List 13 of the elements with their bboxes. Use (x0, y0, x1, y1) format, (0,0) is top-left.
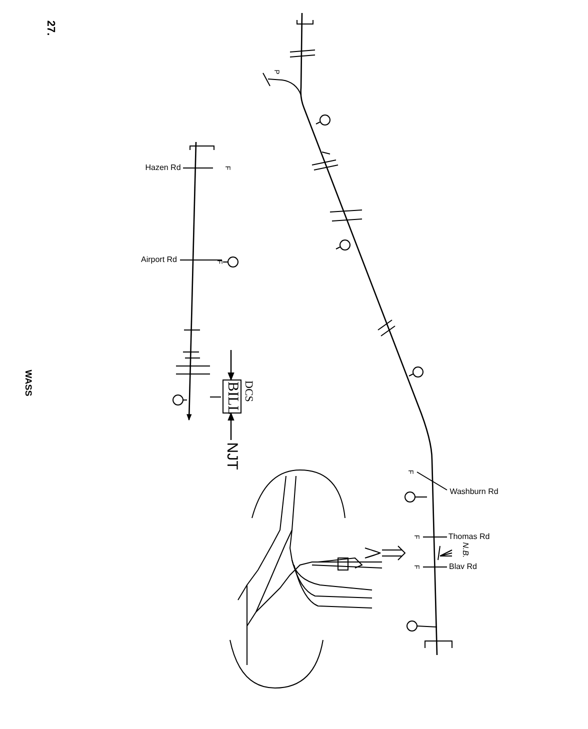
direction-note: N.B. (461, 542, 469, 558)
railroad-name: NJT (224, 442, 240, 470)
page-number: 27. (44, 20, 56, 36)
road-name: Airport Rd (141, 256, 177, 264)
road-name: Blav Rd (449, 563, 477, 571)
road-name: Thomas Rd (448, 533, 490, 541)
road-name: Hazen Rd (145, 164, 181, 172)
station-code: DCS (242, 380, 254, 402)
station-name: WASS (24, 370, 32, 396)
arrow (228, 412, 234, 440)
station-name: BILL (224, 382, 240, 415)
road-name: Washburn Rd (450, 488, 498, 496)
arrow (228, 350, 234, 381)
